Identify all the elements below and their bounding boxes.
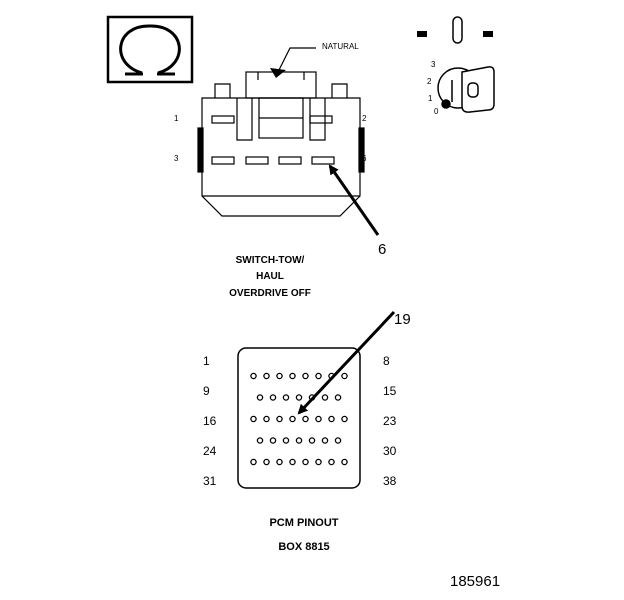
pcm-pin [282,437,290,444]
pcm-right-pin-label: 15 [383,384,397,398]
connector-callout-label: 6 [378,241,387,258]
connector-pin-label: 1 [174,114,179,123]
pcm-pin [269,394,277,401]
pcm-left-pin-label: 24 [203,444,217,458]
pcm-pin [263,458,270,466]
key-position-label: 2 [427,77,432,86]
pin-6-callout-arrow [328,164,380,236]
pcm-pin [276,415,283,423]
position-indicator-icon [417,16,493,44]
pcm-pin [328,415,335,423]
pcm-title: PCM PINOUT [269,517,339,529]
ignition-key-icon [437,66,495,113]
pcm-pin [250,458,257,466]
pin-19-callout-arrow [297,310,396,415]
pcm-pin [289,458,296,466]
pcm-pin [289,372,296,380]
pcm-connector-outline [237,347,361,489]
pcm-pin [263,372,270,380]
pcm-pin [334,394,342,401]
pcm-pin [269,437,277,444]
pcm-pin [341,372,348,380]
key-position-label: 1 [428,94,433,103]
pcm-pin [315,458,322,466]
pcm-pin [282,394,290,401]
key-position-label: 3 [431,60,436,69]
pcm-pin [250,372,257,380]
pcm-pin [250,415,257,423]
natural-label: NATURAL [322,42,359,51]
omega-symbol-icon [106,15,194,84]
pcm-left-pin-label: 9 [203,384,210,398]
switch-title-line: OVERDRIVE OFF [229,288,311,299]
pcm-pin [256,437,264,444]
pcm-right-pin-label: 30 [383,444,397,458]
pcm-pin [321,394,329,401]
pcm-pin [321,437,329,444]
pcm-right-pin-label: 8 [383,354,390,368]
pcm-pin [295,394,303,401]
pcm-pin [263,415,270,423]
switch-title-line: HAUL [256,271,284,282]
pcm-pin [315,415,322,423]
pcm-pin [276,458,283,466]
pcm-pin [341,415,348,423]
pcm-pin [334,437,342,444]
pcm-right-pin-label: 23 [383,414,397,428]
key-position-label: 0 [434,107,439,116]
pcm-left-pin-label: 16 [203,414,217,428]
pcm-pin-grid [250,372,348,466]
natural-arrow [270,47,316,78]
connector-pin-label: 6 [362,154,367,163]
pcm-subtitle: BOX 8815 [278,541,330,553]
pcm-pin [302,458,309,466]
pcm-callout-label: 19 [394,311,411,328]
pcm-pin [341,458,348,466]
pcm-pin [315,372,322,380]
pcm-pin [328,458,335,466]
connector-pin-label: 2 [362,114,367,123]
pcm-pin [308,437,316,444]
switch-title-line: SWITCH-TOW/ [235,255,305,266]
pcm-pin [302,415,309,423]
pcm-pin [276,372,283,380]
pcm-pin [302,372,309,380]
pcm-pin [256,394,264,401]
pcm-pin [289,415,296,423]
switch-connector [197,71,365,217]
figure-number: 185961 [450,573,501,590]
pcm-left-pin-label: 31 [203,474,217,488]
pcm-pin [295,437,303,444]
pcm-right-pin-label: 38 [383,474,397,488]
connector-pin-label: 3 [174,154,179,163]
pcm-left-pin-label: 1 [203,354,210,368]
